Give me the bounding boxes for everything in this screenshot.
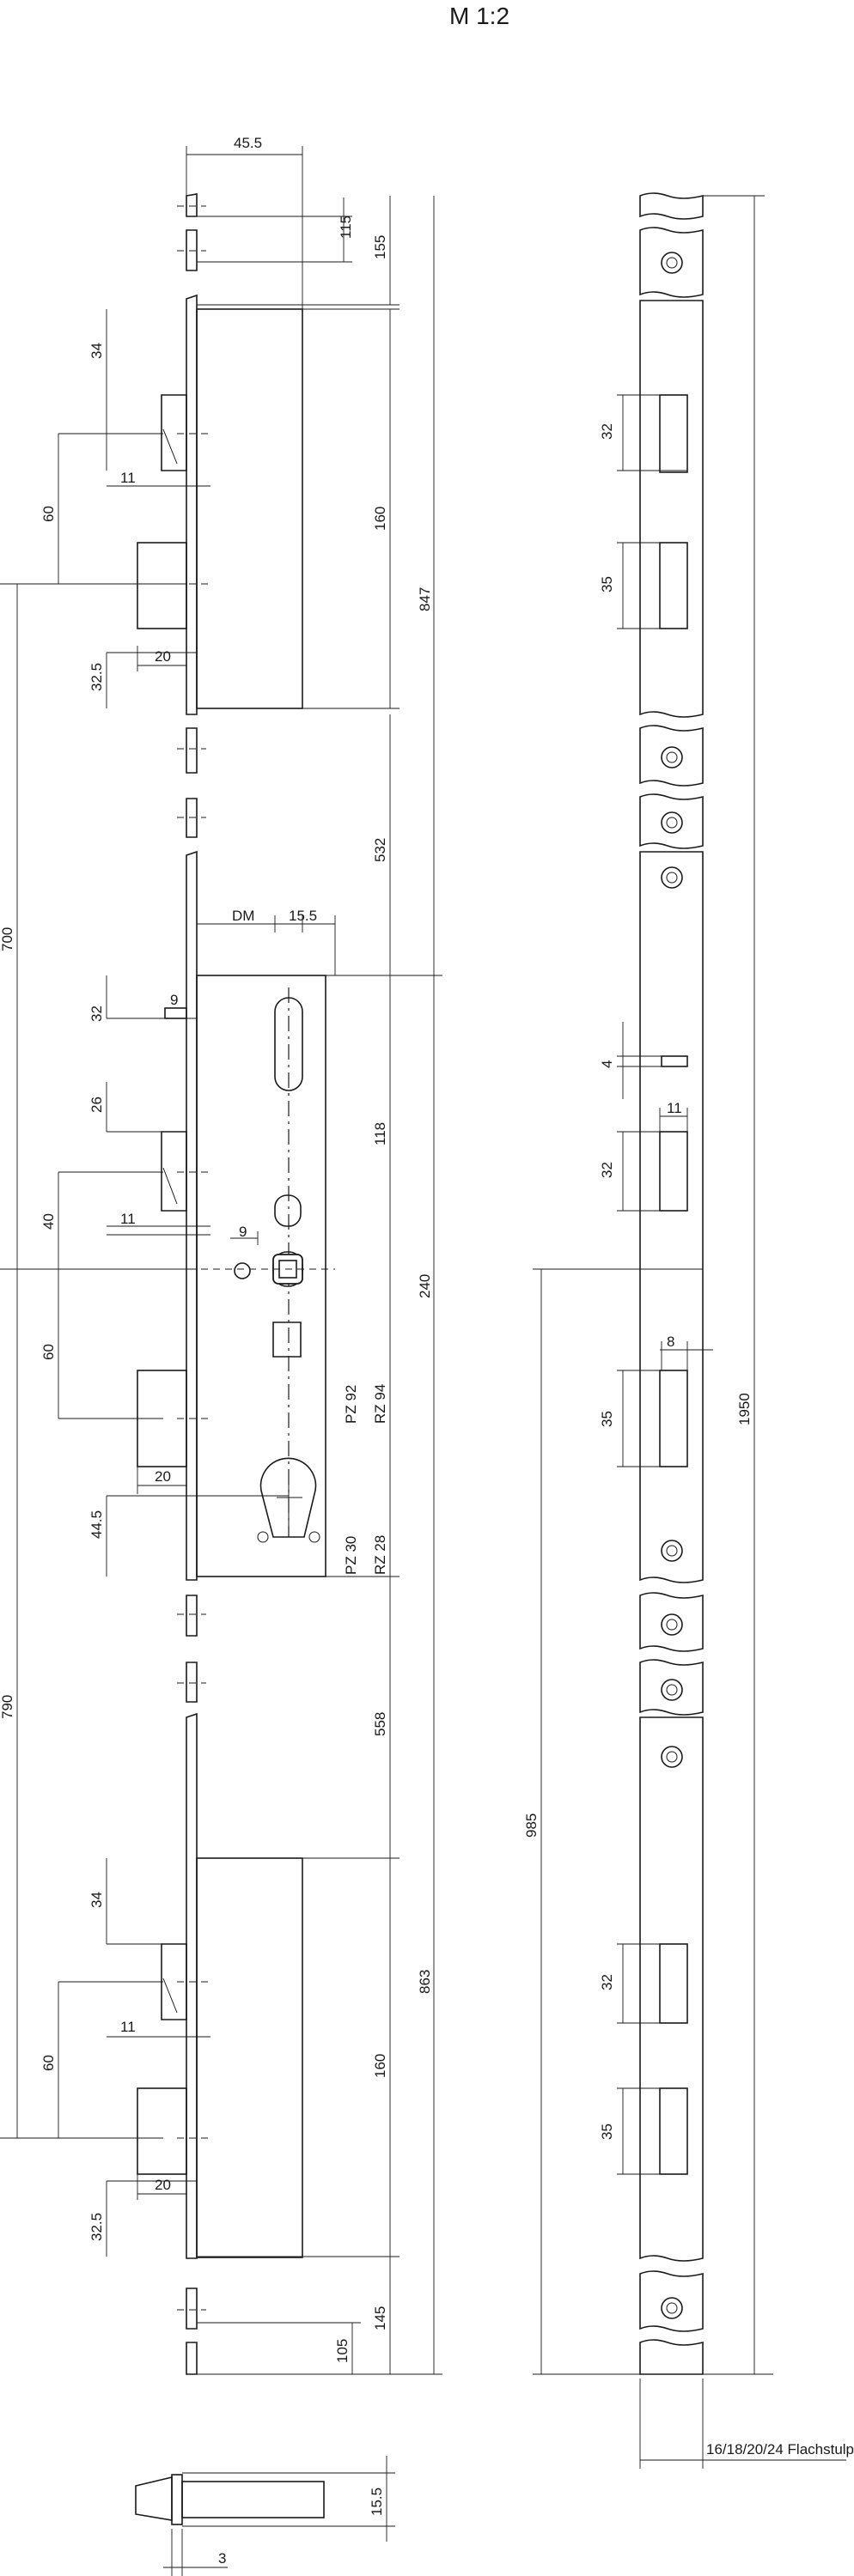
label-dm: DM — [232, 908, 254, 924]
dim-105: 105 — [334, 2339, 351, 2363]
dim-8-right: 8 — [667, 1334, 674, 1350]
right-faceplate — [639, 192, 704, 2375]
dim-44-5: 44.5 — [88, 1510, 105, 1539]
width-note: 16/18/20/24 Flachstulp — [706, 2441, 854, 2458]
dim-9-top: 9 — [170, 992, 178, 1008]
main-lock-case — [137, 975, 326, 1577]
dim-160-upper: 160 — [372, 507, 388, 531]
dim-145: 145 — [372, 2306, 388, 2330]
dim-558: 558 — [372, 1712, 388, 1736]
dim-15-5-side: 15.5 — [369, 2488, 385, 2516]
dim-32-5-upper: 32.5 — [88, 663, 105, 691]
dim-35-right-lower: 35 — [599, 2123, 615, 2140]
dim-60-upper: 60 — [40, 506, 57, 522]
left-center-marks — [177, 205, 335, 2311]
dim-4-right: 4 — [599, 1060, 615, 1068]
dim-11-right: 11 — [667, 1100, 682, 1116]
lower-lock-case — [137, 1857, 303, 2258]
label-pz-92: PZ 92 — [343, 1385, 359, 1424]
dim-40: 40 — [40, 1213, 57, 1230]
label-rz-94: RZ 94 — [372, 1384, 388, 1424]
dim-155: 155 — [372, 235, 388, 259]
dim-15-5-main: 15.5 — [289, 908, 317, 924]
dim-26: 26 — [88, 1097, 105, 1113]
dim-115: 115 — [338, 216, 354, 239]
dim-32-5-lower: 32.5 — [88, 2213, 105, 2241]
dim-45-5: 45.5 — [234, 135, 262, 151]
right-faceplate-view: 32 35 4 11 32 8 35 32 35 985 1950 16/18/… — [523, 192, 854, 2469]
left-faceplate — [186, 193, 198, 2375]
dim-20-upper: 20 — [155, 648, 171, 665]
dim-790: 790 — [0, 1695, 15, 1719]
left-dimensions — [0, 146, 442, 2375]
right-dimensions — [533, 195, 846, 2469]
dim-32-right-mid: 32 — [599, 1162, 615, 1178]
side-view-latch — [135, 2456, 395, 2576]
dim-60-lower: 60 — [40, 2055, 57, 2071]
dim-240: 240 — [417, 1274, 433, 1298]
dim-700: 700 — [0, 927, 15, 951]
right-bolts — [640, 394, 703, 2175]
dim-985: 985 — [523, 1814, 540, 1838]
dim-32-right-upper: 32 — [599, 423, 615, 440]
dim-160-lower: 160 — [372, 2054, 388, 2078]
right-screw-holes — [661, 252, 683, 2319]
dim-60-main: 60 — [40, 1344, 57, 1360]
dim-34-upper: 34 — [88, 343, 105, 359]
dim-35-right-upper: 35 — [599, 576, 615, 592]
dim-32-main: 32 — [88, 1005, 105, 1022]
dim-11-upper: 11 — [120, 470, 136, 486]
dim-34-lower: 34 — [88, 1892, 105, 1908]
dim-1950: 1950 — [736, 1393, 753, 1425]
label-rz-28: RZ 28 — [372, 1535, 388, 1575]
dim-3-side: 3 — [218, 2550, 226, 2567]
dim-20-main: 20 — [155, 1468, 171, 1485]
label-pz-30: PZ 30 — [343, 1536, 359, 1575]
dim-32-right-lower: 32 — [599, 1974, 615, 1990]
dim-847: 847 — [417, 587, 433, 611]
dim-20-lower: 20 — [155, 2177, 171, 2193]
left-lock-view: 45.5 115 155 34 11 60 32.5 20 160 847 53… — [0, 135, 442, 2576]
dim-11-main: 11 — [120, 1211, 136, 1227]
dim-11-lower: 11 — [120, 2019, 136, 2035]
scale-title: M 1:2 — [449, 3, 509, 29]
dim-35-right-mid: 35 — [599, 1411, 615, 1427]
dim-118: 118 — [372, 1122, 388, 1145]
dim-9-main: 9 — [239, 1224, 247, 1240]
dim-532: 532 — [372, 838, 388, 862]
dim-863: 863 — [417, 1970, 433, 1994]
